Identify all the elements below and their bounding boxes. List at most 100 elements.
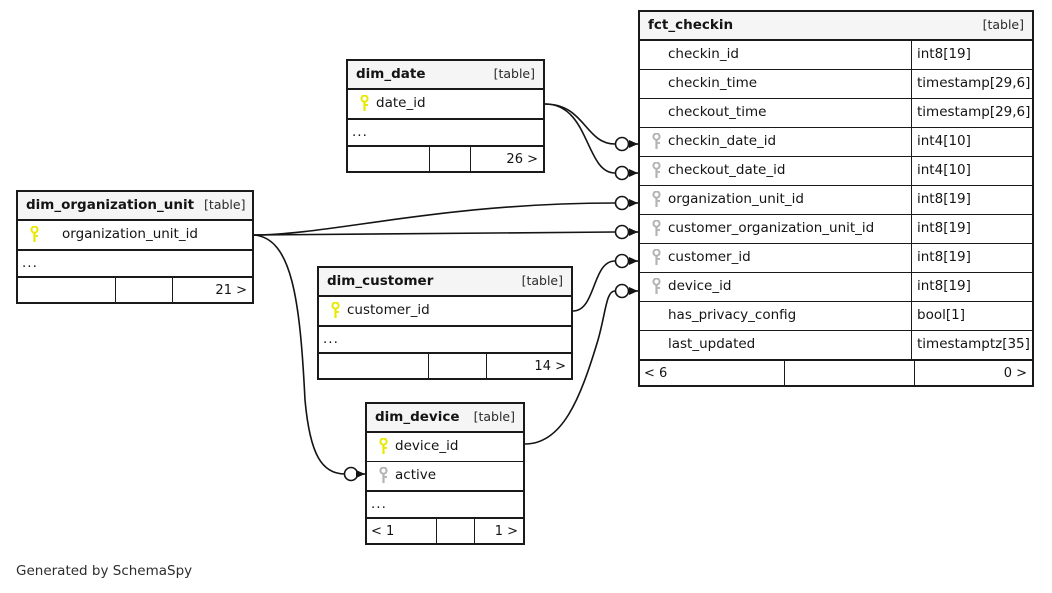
column-type-cell: int8[19] — [911, 186, 1032, 214]
footer-middle — [437, 519, 475, 543]
column-label: organization_unit_id — [668, 191, 804, 208]
table-title: dim_date — [356, 65, 426, 82]
column-label: last_updated — [668, 336, 756, 353]
table-row[interactable]: device_id — [367, 433, 523, 462]
table-fct_checkin[interactable]: fct_checkin [table] checkin_id int8[19] … — [638, 10, 1034, 387]
column-type-cell: timestamp[29,6] — [911, 70, 1032, 98]
column-label: checkin_time — [668, 75, 758, 92]
column-label: checkin_date_id — [668, 133, 777, 150]
table-row[interactable]: checkin_id int8[19] — [640, 41, 1032, 70]
table-kind-badge: [table] — [204, 197, 246, 213]
table-header-dim_device[interactable]: dim_device [table] — [367, 404, 523, 433]
table-kind-badge: [table] — [493, 66, 535, 82]
column-label: date_id — [376, 95, 426, 112]
table-row[interactable]: last_updated timestamptz[35] — [640, 331, 1032, 360]
table-kind-badge: [table] — [521, 273, 563, 289]
column-label: customer_id — [347, 302, 430, 319]
column-name-cell: checkout_time — [640, 99, 911, 127]
table-row[interactable]: has_privacy_config bool[1] — [640, 302, 1032, 331]
column-name-cell: customer_id — [640, 244, 911, 272]
edge-dim_organization_unit-customer_organization_unit_id — [253, 224, 638, 240]
column-label: customer_organization_unit_id — [668, 220, 875, 237]
column-type-cell: int4[10] — [911, 157, 1032, 185]
table-kind-badge: [table] — [473, 409, 515, 425]
table-dim_customer[interactable]: dim_customer [table] customer_id ... 14 … — [317, 266, 573, 380]
table-row[interactable]: customer_organization_unit_id int8[19] — [640, 215, 1032, 244]
column-type-cell: int4[10] — [911, 128, 1032, 156]
column-label: device_id — [668, 278, 732, 295]
column-name-cell: customer_organization_unit_id — [640, 215, 911, 243]
footer-outgoing-count: 14 > — [534, 358, 566, 374]
edge-dim_date-checkin_date_id — [544, 103, 638, 152]
footer-middle — [116, 278, 173, 302]
column-type-cell: int8[19] — [911, 244, 1032, 272]
primary-key-icon — [24, 226, 44, 244]
table-row[interactable]: checkout_time timestamp[29,6] — [640, 99, 1032, 128]
footer-outgoing-count: 26 > — [506, 151, 538, 167]
table-row[interactable]: checkin_date_id int4[10] — [640, 128, 1032, 157]
column-label: has_privacy_config — [668, 307, 797, 324]
foreign-key-icon — [646, 220, 666, 238]
footer-incoming-count: < 1 — [367, 519, 437, 543]
column-name-cell: checkin_date_id — [640, 128, 911, 156]
column-name-cell: device_id — [640, 273, 911, 301]
column-label: active — [395, 467, 437, 484]
column-label: checkin_id — [668, 46, 739, 63]
column-name-cell: customer_id — [319, 297, 571, 325]
foreign-key-icon — [646, 278, 666, 296]
footer-middle — [429, 354, 487, 378]
table-row[interactable]: customer_id — [319, 297, 571, 326]
footer-outgoing-count: 1 > — [494, 523, 518, 539]
table-footer-dim_organization_unit: 21 > — [18, 277, 252, 302]
more-columns-indicator: ... — [18, 250, 252, 277]
column-label: device_id — [395, 438, 459, 455]
table-footer-fct_checkin: < 6 0 > — [640, 360, 1032, 385]
column-name-cell: last_updated — [640, 331, 911, 359]
table-footer-dim_device: < 1 1 > — [367, 518, 523, 543]
table-row[interactable]: organization_unit_id — [18, 221, 252, 250]
table-footer-dim_date: 26 > — [348, 146, 543, 171]
table-row[interactable]: checkin_time timestamp[29,6] — [640, 70, 1032, 99]
column-label: checkout_date_id — [668, 162, 786, 179]
column-name-cell: date_id — [348, 90, 543, 118]
column-name-cell: checkin_id — [640, 41, 911, 69]
table-row[interactable]: organization_unit_id int8[19] — [640, 186, 1032, 215]
table-footer-dim_customer: 14 > — [319, 353, 571, 378]
primary-key-icon — [325, 302, 345, 320]
table-row[interactable]: active — [367, 462, 523, 491]
table-row[interactable]: checkout_date_id int4[10] — [640, 157, 1032, 186]
column-name-cell: has_privacy_config — [640, 302, 911, 330]
table-row[interactable]: customer_id int8[19] — [640, 244, 1032, 273]
column-type-cell: int8[19] — [911, 215, 1032, 243]
table-header-fct_checkin[interactable]: fct_checkin [table] — [640, 12, 1032, 41]
footer-middle — [430, 147, 471, 171]
more-columns-indicator: ... — [348, 119, 543, 146]
edge-dim_date-checkout_date_id — [544, 103, 638, 181]
table-header-dim_organization_unit[interactable]: dim_organization_unit [table] — [18, 192, 252, 221]
column-name-cell: organization_unit_id — [640, 186, 911, 214]
primary-key-icon — [354, 95, 374, 113]
table-row[interactable]: date_id — [348, 90, 543, 119]
table-title: dim_organization_unit — [26, 196, 195, 213]
table-dim_device[interactable]: dim_device [table] device_id active ... … — [365, 402, 525, 545]
column-type-cell: bool[1] — [911, 302, 1032, 330]
column-label: customer_id — [668, 249, 751, 266]
column-name-cell: checkin_time — [640, 70, 911, 98]
table-kind-badge: [table] — [982, 17, 1024, 33]
table-header-dim_customer[interactable]: dim_customer [table] — [319, 268, 571, 297]
footer-incoming-count — [319, 354, 429, 378]
column-type-cell: int8[19] — [911, 273, 1032, 301]
column-name-cell: organization_unit_id — [18, 221, 252, 249]
table-row[interactable]: device_id int8[19] — [640, 273, 1032, 302]
diagram-caption: Generated by SchemaSpy — [16, 563, 193, 579]
table-title: dim_device — [375, 408, 460, 425]
footer-middle — [785, 361, 915, 385]
more-columns-indicator: ... — [319, 326, 571, 353]
table-dim_date[interactable]: dim_date [table] date_id ... 26 > — [346, 59, 545, 173]
footer-outgoing-count: 21 > — [215, 282, 247, 298]
table-header-dim_date[interactable]: dim_date [table] — [348, 61, 543, 90]
footer-incoming-count — [348, 147, 430, 171]
foreign-key-icon — [373, 467, 393, 485]
table-dim_organization_unit[interactable]: dim_organization_unit [table] organizati… — [16, 190, 254, 304]
